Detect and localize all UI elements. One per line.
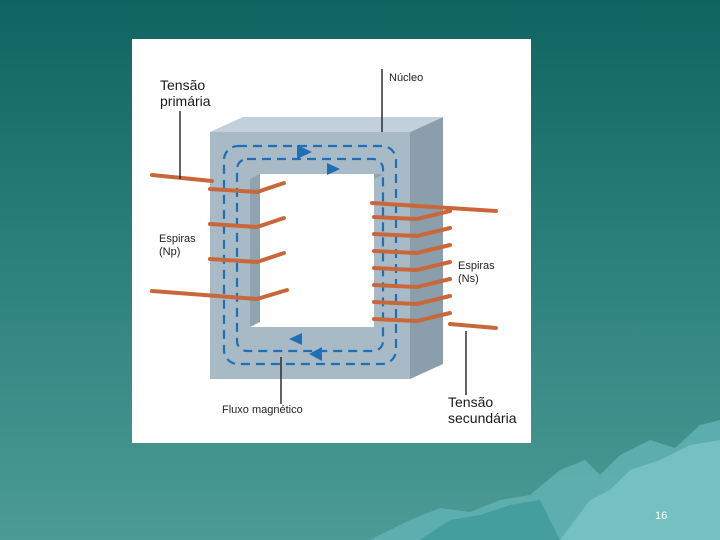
core-window-shadow-left [250,174,260,327]
flux-loop-outer [222,144,398,366]
transformer-drawing [150,69,498,404]
label-primary-turns-line2: (Np) [159,245,181,258]
label-secondary-turns-line1: Espiras [458,260,495,272]
leader-lines [179,69,467,404]
label-primary-voltage: Tensão primária [160,77,211,109]
label-primary-turns: Espiras (Np) [159,233,196,258]
label-core: Núcleo [389,72,424,84]
transformer-figure: Tensão primária Núcleo Espiras (Np) Espi… [132,39,531,443]
core-top-face [210,117,443,132]
label-secondary-voltage-line1: Tensão [448,394,494,410]
primary-winding [150,173,289,302]
page-number: 16 [655,510,668,522]
core-side-face [410,117,443,379]
label-secondary-voltage-line2: secundária [448,410,517,427]
flux-loop-inner [235,157,385,353]
label-secondary-turns-line2: (Ns) [458,272,479,285]
core-window [260,174,374,322]
flux-arrow-bottom-inner [309,347,322,361]
flux-arrow-top [297,145,312,159]
label-magnetic-flux: Fluxo magnético [222,404,303,416]
label-secondary-voltage: Tensão secundária [448,394,517,426]
flux-arrow-bottom [289,333,302,345]
label-secondary-turns: Espiras (Ns) [458,260,495,285]
flux-arrow-top-inner [327,163,340,175]
label-primary-voltage-line1: Tensão [160,77,206,93]
label-primary-turns-line1: Espiras [159,233,196,245]
label-primary-voltage-line2: primária [160,93,211,110]
secondary-winding [370,201,498,330]
